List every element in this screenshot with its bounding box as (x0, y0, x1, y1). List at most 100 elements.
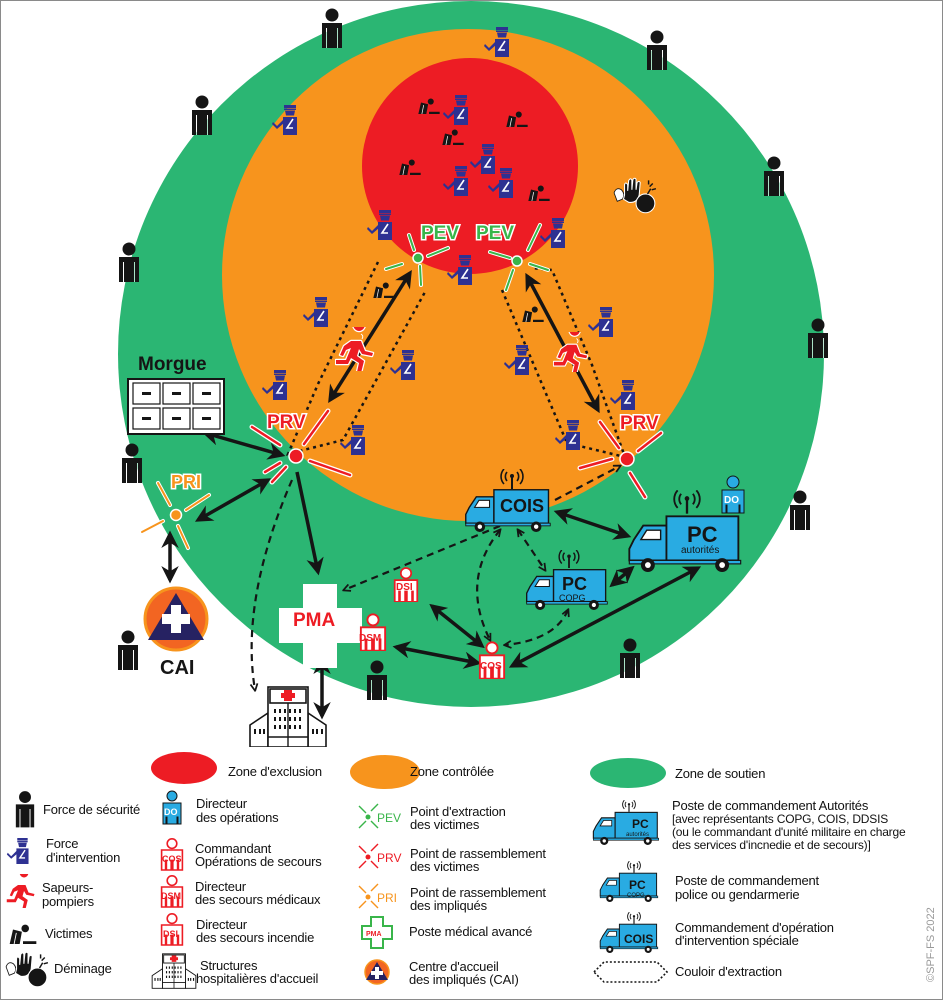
pc-copg-vehicle[interactable]: PC COPG (525, 550, 609, 610)
link-cois-pma (344, 524, 501, 590)
pc-autorites-sub-label: autorités (681, 545, 719, 556)
legend-cos-l2: Opérations de secours (195, 854, 322, 869)
cos[interactable]: COS (478, 641, 506, 679)
cai-icon (364, 959, 390, 985)
cois-label: COIS (500, 496, 544, 516)
legend-dsi-l2: des secours incendie (196, 930, 315, 945)
hospital-icon (151, 953, 197, 989)
svg-text:COPG: COPG (627, 893, 645, 899)
pma-icon: PMA (361, 916, 393, 949)
deminage-icon (5, 951, 49, 988)
legend-force-intervention: Force d'intervention (46, 836, 121, 865)
force-securite-icon (647, 30, 667, 70)
legend-hospital-l1: Structures (200, 958, 258, 973)
svg-text:COIS: COIS (624, 932, 653, 946)
legend-pc-autorites-line2: (ou le commandant d'unité militaire en c… (672, 825, 906, 839)
dsi-icon: DSI (160, 912, 184, 946)
legend-victimes: Victimes (45, 926, 93, 941)
link-prv-hospital (252, 479, 294, 690)
dsm-label: DSM (359, 633, 381, 644)
legend-pri-l2: des impliqués (410, 898, 487, 913)
force-securite-icon (15, 791, 35, 828)
pc-copg-main-label: PC (562, 574, 587, 594)
dsm[interactable]: DSM (359, 613, 387, 651)
legend-deminage: Déminage (54, 961, 112, 976)
morgue[interactable]: Morgue (127, 354, 225, 435)
legend-pev-l1: Point d'extraction (410, 804, 506, 819)
force-securite-icon (192, 95, 212, 135)
svg-text:PC: PC (629, 878, 646, 892)
svg-text:DO: DO (164, 807, 178, 817)
prv-label: PRV (267, 412, 306, 433)
pev-label: PEV (421, 223, 459, 244)
link-pri-prv (194, 478, 272, 522)
svg-text:PRI: PRI (377, 891, 397, 905)
legend-zone-exclusion: Zone d'exclusion (228, 764, 322, 779)
pri-icon: PRI (358, 883, 397, 909)
cai-label: CAI (160, 657, 194, 679)
svg-text:DSI: DSI (163, 929, 178, 939)
svg-text:PMA: PMA (366, 931, 382, 938)
link-cois-pcaut (553, 508, 632, 540)
couloir-extraction-left (285, 261, 427, 456)
pma[interactable]: PMA (279, 584, 362, 668)
legend-force-securite: Force de sécurité (43, 802, 141, 817)
cois-vehicle[interactable]: COIS (465, 469, 551, 532)
couloir-extraction-right (500, 266, 627, 459)
pc-autorites-vehicle[interactable]: PC autorités (628, 490, 742, 572)
legend-pc-autorites-title: Poste de commandement Autorités (672, 798, 869, 813)
link-dsi-cos (429, 603, 485, 649)
link-cois-pccopg (518, 530, 545, 570)
legend-pc-copg-l1: Poste de commandement (675, 873, 819, 888)
force-intervention-icon (6, 838, 30, 864)
legend-dsm-l1: Directeur (195, 879, 246, 894)
legend-pc-autorites-line1: [avec représentants COPG, COIS, DDSIS (672, 812, 889, 826)
link-prv-pev-left (328, 270, 412, 403)
cois-icon: COIS (599, 912, 659, 953)
svg-text:PC: PC (632, 817, 649, 831)
pev-label: PEV (476, 223, 514, 244)
do[interactable]: DO (721, 475, 745, 514)
legend-cois-l1: Commandement d'opération (675, 920, 834, 935)
hospital-icon[interactable] (249, 686, 327, 747)
link-cois-cos (476, 530, 500, 640)
legend-pc-copg-l2: police ou gendarmerie (675, 887, 800, 902)
pri-label: PRI (171, 472, 201, 492)
zone-exclusion-swatch (151, 752, 217, 784)
legend-zone-controlee: Zone contrôlée (410, 764, 494, 779)
prv-point-left[interactable]: PRV (249, 408, 353, 485)
legend-sapeurs-pompiers: Sapeurs-pompiers (42, 880, 94, 909)
pev-point-right[interactable]: PEV (475, 222, 550, 292)
cos-icon: COS (160, 837, 184, 871)
zone-controlee-swatch (350, 755, 420, 789)
zone-soutien-swatch (590, 758, 666, 788)
pc-copg-sub-label: COPG (559, 593, 586, 603)
cai[interactable]: CAI (143, 586, 209, 679)
pev-point-left[interactable]: PEV (384, 222, 461, 287)
pc-autorites-icon: PC autorités (592, 800, 660, 845)
prv-point-right[interactable]: PRV (577, 412, 664, 500)
svg-text:DSM: DSM (161, 891, 181, 901)
legend-hospital-l2: hospitalières d'accueil (196, 971, 319, 986)
pma-label: PMA (293, 610, 336, 631)
force-securite-icon (118, 630, 138, 670)
pc-copg-icon: PC COPG (599, 861, 659, 902)
legend-couloir: Couloir d'extraction (675, 964, 782, 979)
prv-label: PRV (620, 413, 659, 434)
legend-prv-l1: Point de rassemblement (410, 846, 546, 861)
dsi[interactable]: DSI (393, 567, 419, 602)
couloir-icon (592, 961, 669, 983)
legend-do-l2: des opérations (196, 810, 279, 825)
legend-cos-l1: Commandant (195, 841, 272, 856)
do-label: DO (724, 495, 739, 506)
link-lines (161, 270, 702, 720)
dsm-icon: DSM (160, 874, 184, 908)
copyright: ©SPF-FS 2022 (925, 907, 937, 982)
cos-label: COS (480, 661, 502, 672)
legend-dsm-l2: des secours médicaux (195, 892, 321, 907)
pri-point[interactable]: PRI (140, 471, 211, 550)
zone-exclusion (362, 58, 578, 274)
link-pccopg-cos (505, 610, 568, 645)
do-icon: DO (162, 790, 182, 825)
